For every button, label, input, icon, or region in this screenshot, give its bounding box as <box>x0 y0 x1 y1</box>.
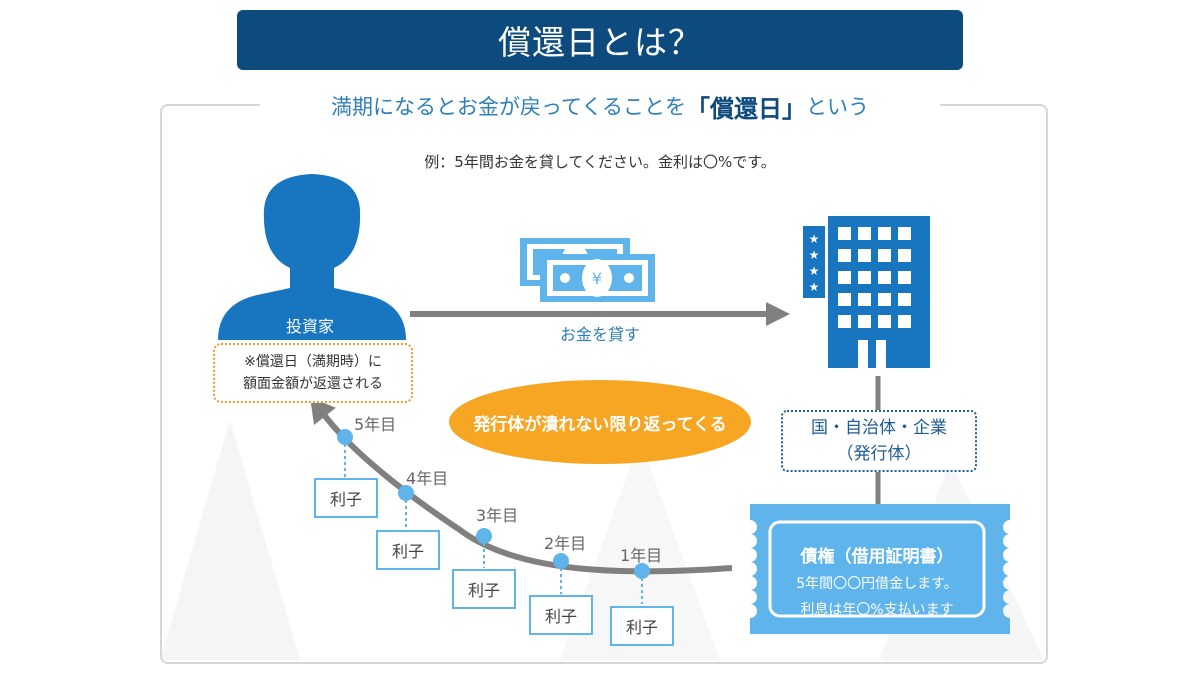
bond-ticket <box>750 504 1010 634</box>
interest-box: 利子 <box>452 569 516 609</box>
issuer-line-1: 国・自治体・企業 <box>811 418 947 438</box>
interest-box: 利子 <box>529 595 593 635</box>
note-line-1: ※償還日（満期時）に <box>244 354 382 370</box>
bond-line-2: 利息は年〇%支払います <box>800 602 954 618</box>
note-line-2: 額面金額が返還される <box>243 376 383 392</box>
svg-text:★: ★ <box>809 280 820 294</box>
subtitle: 満期になるとお金が戻ってくることを 「償還日」 という <box>260 88 940 124</box>
year-dot <box>337 429 353 445</box>
investor-label: 投資家 <box>285 317 334 336</box>
issuer-box: 国・自治体・企業 （発行体） <box>781 410 977 472</box>
lend-money-label: お金を貸す <box>559 325 640 344</box>
issuer-line-2: （発行体） <box>836 444 922 464</box>
year-label: 1年目 <box>620 546 663 565</box>
yen-symbol: ¥ <box>592 269 602 288</box>
banknote-icon: ¥ <box>520 238 655 302</box>
investor-icon <box>218 174 406 340</box>
subtitle-text-before: 満期になるとお金が戻ってくることを <box>331 95 686 119</box>
year-label: 5年目 <box>354 415 397 434</box>
year-dot <box>634 563 650 579</box>
interest-box: 利子 <box>610 606 674 646</box>
svg-text:★: ★ <box>809 232 820 246</box>
bond-title: 債権（借用証明書） <box>800 547 954 567</box>
year-dot <box>553 553 569 569</box>
building-icon: ★ ★ ★ ★ <box>803 216 930 368</box>
year-markers <box>337 429 650 604</box>
subtitle-highlight: 「償還日」 <box>685 94 806 123</box>
interest-box: 利子 <box>376 530 440 570</box>
subtitle-text-after: という <box>805 95 869 119</box>
bond-text: 債権（借用証明書） 5年間〇〇円借金します。 利息は年〇%支払います <box>770 540 984 619</box>
interest-box: 利子 <box>314 478 378 518</box>
year-label: 3年目 <box>476 506 519 525</box>
page-title: 償還日とは？ <box>237 10 963 70</box>
example-text: 例：5年間お金を貸してください。金利は〇%です。 <box>424 153 776 171</box>
bond-line-1: 5年間〇〇円借金します。 <box>796 576 958 592</box>
svg-text:★: ★ <box>809 248 820 262</box>
redemption-note: ※償還日（満期時）に 額面金額が返還される <box>213 343 413 403</box>
year-label: 2年目 <box>544 534 587 553</box>
svg-text:★: ★ <box>809 264 820 278</box>
year-label: 4年目 <box>406 469 449 488</box>
year-dot <box>476 528 492 544</box>
guarantee-oval: 発行体が潰れない限り返ってくる <box>449 380 751 464</box>
lend-arrow <box>410 302 790 326</box>
year-dot <box>398 485 414 501</box>
